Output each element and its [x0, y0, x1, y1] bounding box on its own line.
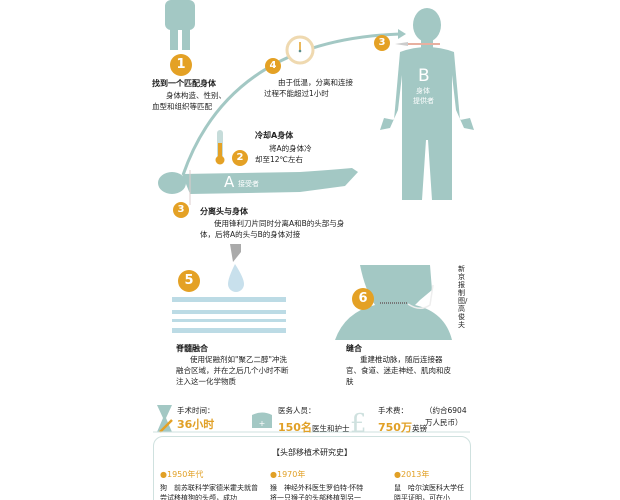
history-item: ●1970年猴 神经外科医生罗伯特·怀特将一只猴子的头部移植到另一	[270, 469, 368, 500]
matching-body-figure	[165, 0, 195, 50]
cost-note: （约合6904万人民币）	[425, 406, 467, 427]
time-value: 36小时	[177, 418, 215, 431]
step-badge-3: 3	[173, 202, 189, 218]
step5-title: 脊髓融合	[176, 344, 208, 353]
step3-desc: 使用锋利刀片同时分离A和B的头部与身体，后将A的头与B的身体对接	[200, 219, 345, 239]
recipient-label: 接受者	[238, 180, 259, 188]
history-year: ●1970年	[270, 470, 306, 479]
history-item: ●2013年鼠 哈尔滨医科大学任晓平证明，可在小	[394, 469, 466, 500]
step-badge-1: 1	[170, 54, 192, 76]
step4-desc: 由于低温，分离和连接过程不能超过1小时	[264, 78, 353, 98]
cost-value: 750万	[378, 421, 412, 434]
step-badge-6: 6	[352, 288, 374, 310]
step-badge-4: 4	[265, 58, 281, 74]
step1-desc: 身体构造、性别、血型和组织等匹配	[152, 91, 226, 111]
neck-figure	[335, 265, 452, 340]
staff-label: 医务人员：	[278, 406, 316, 415]
staff-value: 150名	[278, 421, 312, 434]
credit: 新京报制图/高俊夫	[458, 265, 468, 329]
process-arrow	[181, 32, 401, 176]
thermometer-icon	[215, 130, 225, 165]
history-text: 狗 前苏联科学家德米霍夫就曾尝试移植狗的头颅，成功	[160, 484, 258, 500]
recipient-body-figure	[158, 168, 358, 194]
history-text: 猴 神经外科医生罗伯特·怀特将一只猴子的头部移植到另一	[270, 484, 364, 500]
donor-letter: B	[418, 66, 430, 86]
donor-label-2: 提供者	[413, 97, 434, 105]
history-item: ●1950年代狗 前苏联科学家德米霍夫就曾尝试移植狗的头颅，成功	[160, 469, 258, 500]
step6-desc: 重建椎动脉，随后连接器官、食道、迷走神经、肌肉和皮肤	[346, 355, 451, 386]
step3-title: 分离头与身体	[200, 207, 248, 216]
pound-icon: £	[350, 409, 367, 439]
recipient-letter: A	[224, 173, 235, 191]
svg-text:+: +	[259, 419, 266, 428]
cost-unit: 英镑	[411, 424, 427, 433]
step1-title: 找到一个匹配身体	[152, 79, 216, 88]
droplet-icon	[228, 264, 244, 292]
step-badge-3-donor: 3	[374, 35, 390, 51]
cost-label: 手术费：	[378, 406, 408, 415]
staff-unit: 医生和护士	[311, 424, 350, 433]
history-year: ●1950年代	[160, 470, 204, 479]
step6-title: 缝合	[346, 344, 362, 353]
spinal-cord-strands	[172, 297, 286, 333]
history-panel: 【头部移植术研究史】 ●1950年代狗 前苏联科学家德米霍夫就曾尝试移植狗的头颅…	[153, 436, 471, 500]
time-label: 手术时间：	[177, 406, 215, 415]
step5-desc: 使用促融剂如"聚乙二醇"冲洗融合区域，并在之后几个小时不断注入这一化学物质	[176, 355, 289, 386]
history-text: 鼠 哈尔滨医科大学任晓平证明，可在小	[394, 484, 464, 500]
step2-desc: 将A的身体冷却至12℃左右	[255, 144, 312, 164]
step-badge-2: 2	[232, 150, 248, 166]
nurse-cap-icon	[252, 412, 272, 428]
clock-icon	[285, 35, 315, 65]
history-title: 【头部移植术研究史】	[272, 448, 352, 457]
history-year: ●2013年	[394, 470, 430, 479]
blade-icon	[230, 244, 241, 262]
step-badge-5: 5	[178, 270, 200, 292]
donor-label-1: 身体	[416, 87, 430, 95]
step2-title: 冷却A身体	[255, 131, 294, 140]
